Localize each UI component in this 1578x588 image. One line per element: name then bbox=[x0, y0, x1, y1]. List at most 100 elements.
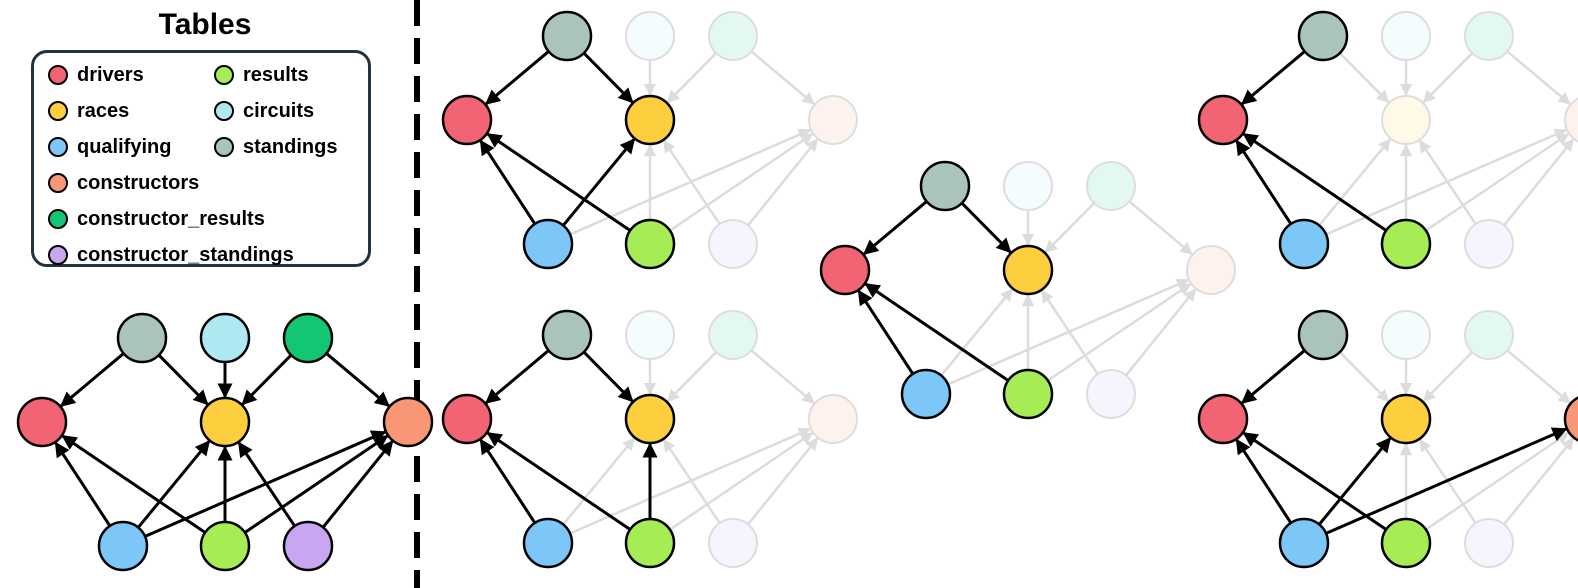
legend-item-qualifying: qualifying bbox=[48, 134, 171, 160]
node-results bbox=[624, 218, 676, 270]
legend-item-standings: standings bbox=[214, 134, 337, 160]
schema-graph bbox=[16, 312, 434, 572]
legend-label: qualifying bbox=[77, 135, 172, 158]
edge-qualifying-to-constructors bbox=[1325, 427, 1568, 535]
edge-results-to-constructors bbox=[244, 434, 389, 534]
node-qualifying bbox=[900, 368, 952, 420]
edge-constructor_results-to-constructors bbox=[325, 352, 391, 408]
edge-constructor_results-to-constructors bbox=[1506, 349, 1571, 404]
legend-swatch bbox=[48, 209, 68, 229]
node-constructor-standings bbox=[708, 219, 758, 269]
edge-standings-to-drivers bbox=[1240, 349, 1306, 405]
edge-standings-to-drivers bbox=[59, 352, 125, 408]
node-constructor-standings bbox=[1464, 518, 1514, 568]
edge-qualifying-to-races bbox=[1318, 437, 1392, 526]
legend-swatch bbox=[48, 173, 68, 193]
node-constructor-standings bbox=[708, 518, 758, 568]
dashed-divider bbox=[414, 0, 420, 588]
edge-constructor_standings-to-races bbox=[662, 438, 721, 524]
node-drivers bbox=[16, 396, 68, 448]
edge-constructor_results-to-constructors bbox=[1506, 50, 1571, 105]
edge-standings-to-drivers bbox=[1240, 50, 1306, 106]
node-drivers bbox=[819, 244, 871, 296]
node-constructor-results bbox=[1464, 310, 1514, 360]
edge-constructor_standings-to-races bbox=[662, 139, 721, 225]
node-standings bbox=[919, 160, 971, 212]
node-standings bbox=[116, 312, 168, 364]
edge-results-to-constructors bbox=[1425, 431, 1570, 531]
edge-qualifying-to-drivers bbox=[479, 438, 537, 524]
edge-constructor_results-to-races bbox=[666, 52, 718, 104]
node-qualifying bbox=[522, 218, 574, 270]
node-constructors bbox=[808, 394, 858, 444]
legend-item-constructor-standings: constructor_standings bbox=[48, 242, 294, 268]
legend-label: circuits bbox=[243, 99, 315, 122]
legend-swatch bbox=[214, 137, 234, 157]
edge-constructor_results-to-constructors bbox=[750, 50, 815, 105]
node-drivers bbox=[1197, 94, 1249, 146]
node-results bbox=[1380, 517, 1432, 569]
node-circuits bbox=[625, 310, 675, 360]
edge-constructor_standings-to-races bbox=[1418, 139, 1477, 225]
legend-label: races bbox=[77, 99, 130, 122]
node-constructor-standings bbox=[1464, 219, 1514, 269]
edge-qualifying-to-races bbox=[1318, 138, 1392, 227]
node-races bbox=[199, 396, 251, 448]
node-qualifying bbox=[97, 520, 149, 572]
node-constructor-results bbox=[1464, 11, 1514, 61]
edge-results-to-constructors bbox=[669, 132, 814, 232]
node-races bbox=[624, 393, 676, 445]
node-drivers bbox=[1197, 393, 1249, 445]
edge-constructor_standings-to-constructors bbox=[747, 437, 819, 526]
node-circuits bbox=[199, 312, 251, 364]
edge-qualifying-to-drivers bbox=[1235, 139, 1293, 225]
node-constructor-results bbox=[1086, 161, 1136, 211]
edge-standings-to-races bbox=[1338, 351, 1390, 403]
edge-qualifying-to-constructors bbox=[569, 427, 812, 535]
node-circuits bbox=[1003, 161, 1053, 211]
node-circuits bbox=[625, 11, 675, 61]
edge-results-to-drivers bbox=[61, 434, 206, 534]
edge-qualifying-to-drivers bbox=[479, 139, 537, 225]
edge-qualifying-to-constructors bbox=[1325, 128, 1568, 236]
node-standings bbox=[541, 10, 593, 62]
legend-item-constructors: constructors bbox=[48, 170, 199, 196]
edge-results-to-drivers bbox=[1242, 431, 1387, 531]
edge-results-to-constructors bbox=[1047, 282, 1192, 382]
subgraph-top-right bbox=[1197, 10, 1578, 270]
legend-item-constructor-results: constructor_results bbox=[48, 206, 265, 232]
node-qualifying bbox=[1278, 218, 1330, 270]
edge-constructor_standings-to-races bbox=[1040, 289, 1099, 375]
edge-qualifying-to-drivers bbox=[1235, 438, 1293, 524]
node-drivers bbox=[441, 393, 493, 445]
legend-item-circuits: circuits bbox=[214, 98, 314, 124]
legend-box: drivers results races circuits qualifyin… bbox=[31, 50, 371, 267]
edge-qualifying-to-races bbox=[562, 437, 636, 526]
edge-qualifying-to-races bbox=[940, 288, 1014, 377]
node-drivers bbox=[441, 94, 493, 146]
node-results bbox=[624, 517, 676, 569]
edge-standings-to-drivers bbox=[484, 50, 550, 106]
edge-results-to-constructors bbox=[669, 431, 814, 531]
node-constructors bbox=[1186, 245, 1236, 295]
subgraph-bottom-right bbox=[1197, 309, 1578, 569]
edge-results-to-drivers bbox=[486, 431, 631, 531]
legend-swatch bbox=[48, 65, 68, 85]
node-races bbox=[1381, 95, 1431, 145]
node-races bbox=[624, 94, 676, 146]
legend-title: Tables bbox=[158, 8, 252, 41]
legend-label: constructor_results bbox=[77, 207, 265, 230]
node-constructor-results bbox=[708, 310, 758, 360]
node-constructors bbox=[1564, 97, 1578, 143]
node-standings bbox=[1297, 10, 1349, 62]
edge-qualifying-to-races bbox=[137, 440, 211, 529]
legend-label: results bbox=[243, 63, 309, 86]
legend-swatch bbox=[48, 101, 68, 121]
edge-constructor_results-to-races bbox=[1422, 52, 1474, 104]
edge-qualifying-to-drivers bbox=[54, 441, 112, 527]
edge-qualifying-to-constructors bbox=[569, 128, 812, 236]
legend-label: standings bbox=[243, 135, 338, 158]
node-qualifying bbox=[522, 517, 574, 569]
edge-constructor_standings-to-constructors bbox=[1125, 288, 1197, 377]
